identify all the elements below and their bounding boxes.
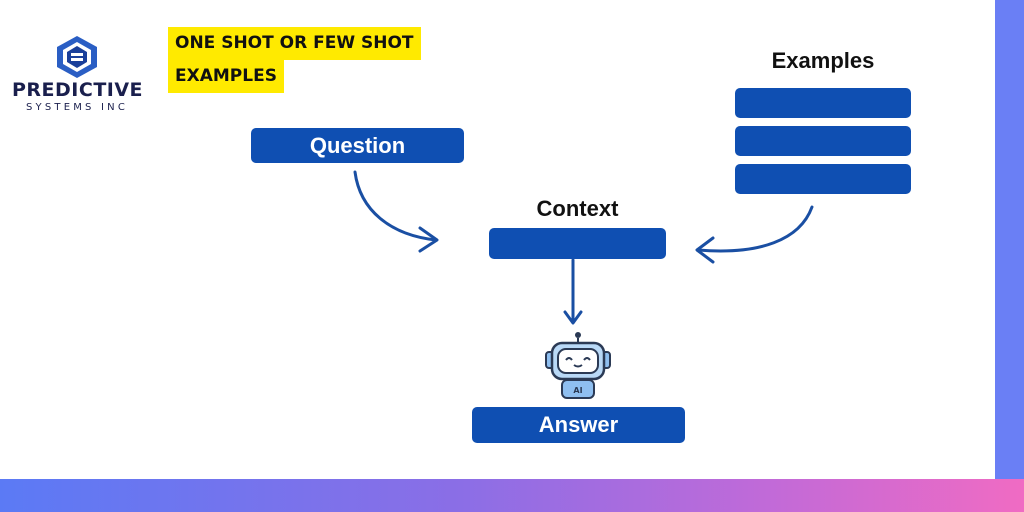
- example-bar-1: [735, 88, 911, 118]
- example-bar-2: [735, 126, 911, 156]
- headline-line-1: ONE SHOT OR FEW SHOT: [168, 27, 421, 60]
- robot-badge: AI: [573, 386, 582, 395]
- example-bar-3: [735, 164, 911, 194]
- examples-label: Examples: [771, 48, 875, 73]
- logo-name: PREDICTIVE: [12, 79, 144, 101]
- right-accent-strip: [995, 0, 1024, 512]
- company-logo: PREDICTIVE SYSTEMS INC: [12, 34, 144, 114]
- examples-to-context-arrow: [696, 205, 814, 253]
- headline-line-2: EXAMPLES: [168, 60, 284, 93]
- hexagon-logo-icon: [57, 36, 97, 78]
- question-arrowhead: [418, 226, 439, 253]
- bottom-gradient-band: [0, 479, 1024, 512]
- examples-arrowhead: [695, 236, 715, 264]
- context-label: Context: [536, 196, 619, 221]
- question-to-context-arrow: [353, 170, 438, 242]
- context-box: [489, 228, 666, 259]
- logo-subtitle: SYSTEMS INC: [26, 102, 128, 113]
- answer-arrowhead: [563, 310, 583, 325]
- question-box: Question: [251, 128, 464, 163]
- ai-robot-icon: AI: [545, 332, 611, 399]
- answer-box: Answer: [472, 407, 685, 443]
